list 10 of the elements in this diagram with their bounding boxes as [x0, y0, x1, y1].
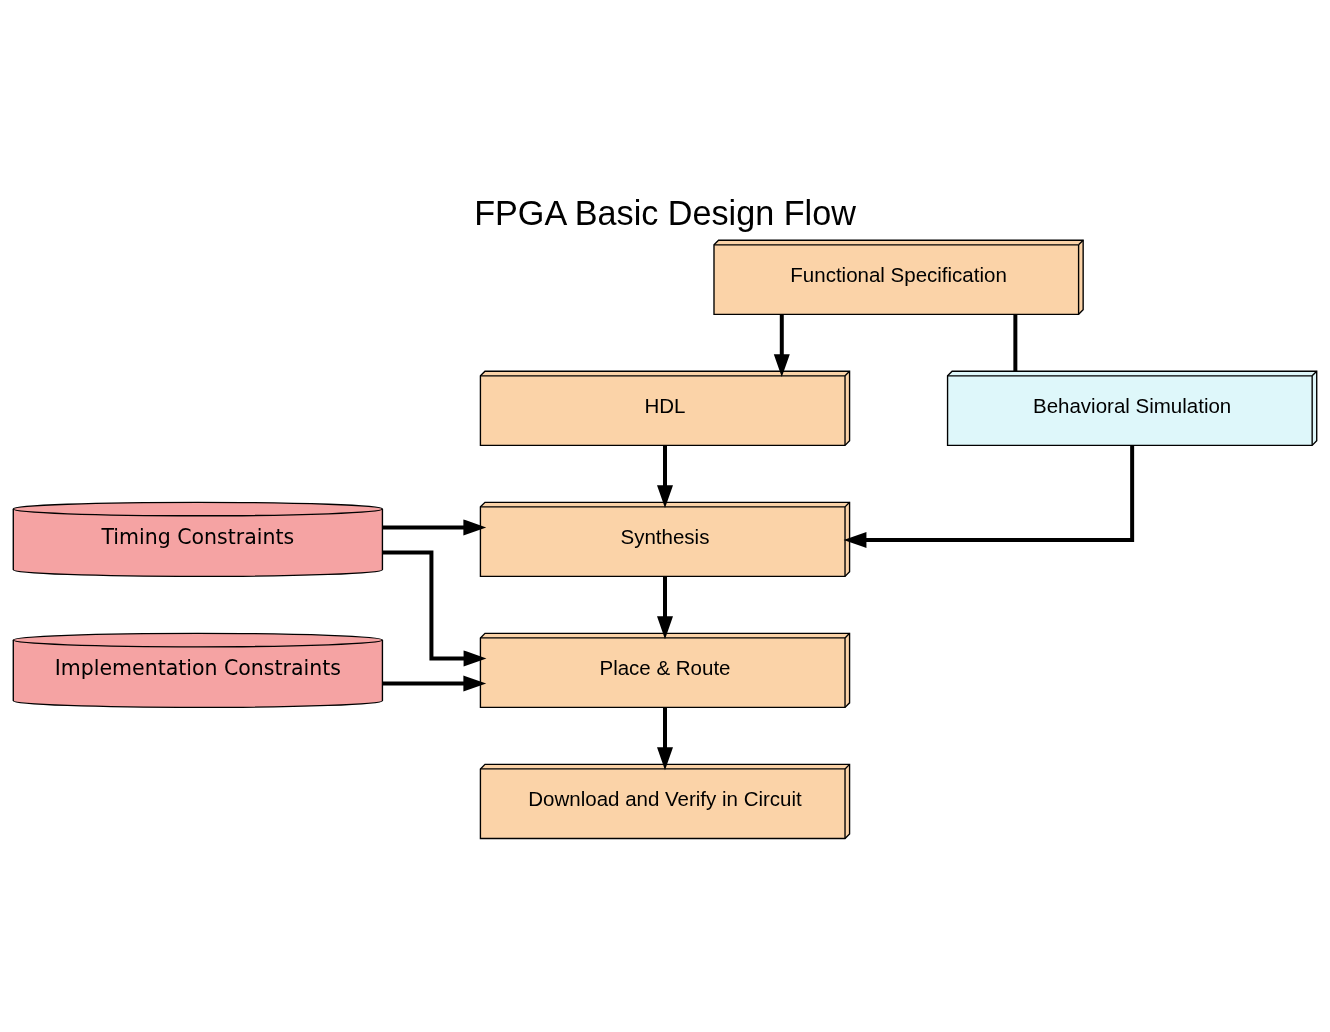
arrow [657, 576, 673, 640]
arrow [843, 445, 1135, 548]
arrow [382, 550, 487, 667]
arrow [773, 314, 790, 378]
arrow [657, 707, 673, 771]
arrow [657, 445, 673, 509]
diagram-title: FPGA Basic Design Flow [474, 194, 856, 233]
arrow [382, 675, 487, 692]
arrow [382, 519, 487, 536]
connector [1013, 314, 1018, 372]
